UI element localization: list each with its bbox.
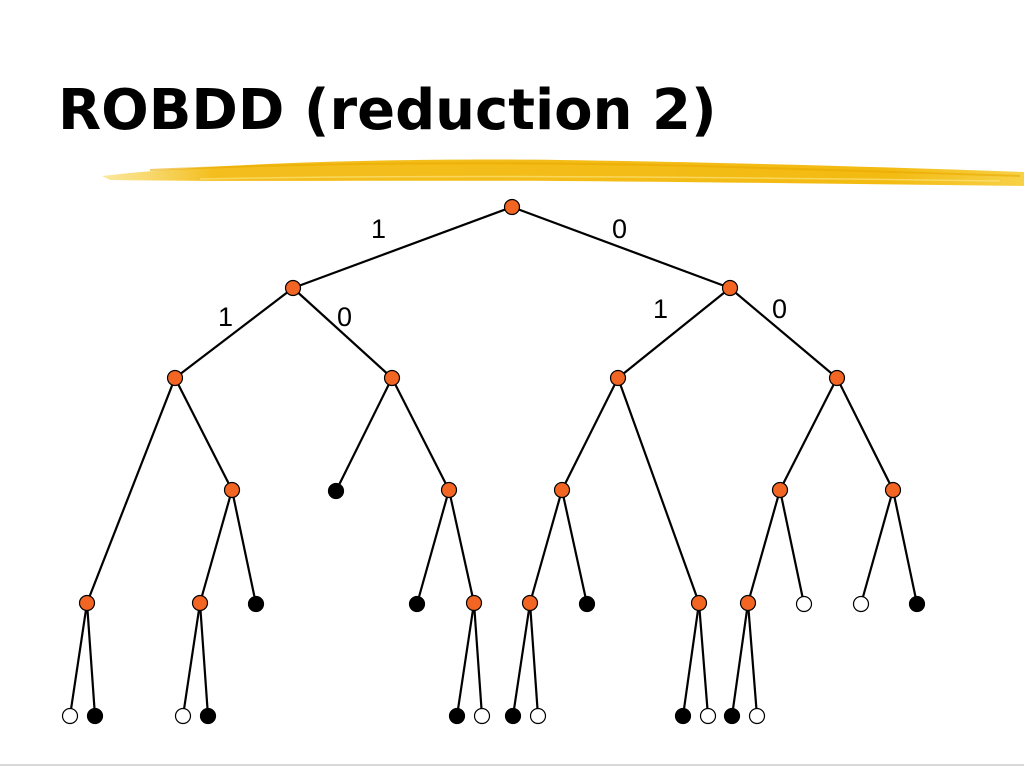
node-n4i [739, 594, 757, 612]
terminal-one-t4c [247, 595, 265, 613]
terminal-zero-t5c [174, 707, 192, 725]
terminal-zero-t4j [795, 595, 813, 613]
edge-label-right-low: 0 [772, 294, 787, 324]
terminal-zero-t4k [852, 595, 870, 613]
terminal-zero-t5l [748, 707, 766, 725]
edge-label-root-high: 1 [371, 214, 386, 244]
edge-n0-n1a [292, 205, 513, 290]
edge-n1a-n2a [174, 287, 294, 379]
node-n2a [166, 369, 184, 387]
edge-n3a-n4b [198, 489, 234, 604]
node-n2b [383, 369, 401, 387]
terminal-zero-t5h [529, 707, 547, 725]
edge-n2a-n3a [174, 377, 233, 491]
edge-label-left-high: 1 [218, 302, 233, 332]
nodes-layer [61, 198, 926, 725]
node-n4e [465, 594, 483, 612]
edge-n3d-n4f [528, 489, 564, 604]
edges-layer [68, 205, 919, 717]
node-n3f [884, 481, 902, 499]
node-n3a [223, 481, 241, 499]
edge-n4e-t5f [472, 602, 484, 717]
node-n4f [521, 594, 539, 612]
node-n2c [609, 369, 627, 387]
edge-n0-n1b [511, 205, 731, 290]
title-underline-brushstroke [102, 159, 1024, 186]
edge-n4b-t5c [181, 602, 202, 717]
terminal-one-t5d [199, 707, 217, 725]
terminal-zero-t5f [473, 707, 491, 725]
edge-n2b-t3b [335, 377, 393, 492]
edge-n4i-t5l [746, 602, 759, 717]
node-n1b [721, 279, 739, 297]
terminal-zero-t5a [61, 707, 79, 725]
terminal-one-t4d [408, 595, 426, 613]
terminal-one-t4l [908, 595, 926, 613]
edge-label-root-low: 0 [612, 214, 627, 244]
edge-n1a-n2b [292, 287, 393, 379]
node-n1a [284, 279, 302, 297]
edge-n2c-n3d [561, 377, 619, 491]
node-n3c [440, 481, 458, 499]
edge-n4a-t5b [85, 602, 97, 717]
edge-n2c-n4h [616, 377, 701, 604]
terminal-zero-t5j [699, 707, 717, 725]
edge-n3e-n4i [746, 489, 782, 604]
terminal-one-t5k [723, 707, 741, 725]
terminal-one-t3b [327, 482, 345, 500]
edge-labels-layer: 1 0 1 0 1 0 [218, 214, 787, 332]
edge-n2d-n3e [779, 377, 838, 491]
edge-n1b-n2d [729, 287, 838, 379]
edge-n2d-n3f [836, 377, 894, 491]
node-n0 [503, 198, 521, 216]
edge-label-right-high: 1 [653, 294, 668, 324]
edge-n3f-t4k [859, 489, 895, 605]
edge-n3d-t4g [560, 489, 589, 605]
edge-n3a-t4c [230, 489, 258, 605]
edge-n2b-n3c [391, 377, 450, 491]
node-n3e [771, 481, 789, 499]
edge-n4b-t5d [198, 602, 210, 717]
edge-n3f-t4l [891, 489, 919, 605]
edge-n4i-t5k [730, 602, 750, 717]
terminal-one-t4g [578, 595, 596, 613]
edge-n4f-t5g [511, 602, 532, 717]
edge-n4f-t5h [528, 602, 540, 717]
edge-label-left-low: 0 [337, 302, 352, 332]
node-n4a [78, 594, 96, 612]
edge-n2a-n4a [85, 377, 177, 604]
terminal-one-t5b [86, 707, 104, 725]
slide-title: ROBDD (reduction 2) [58, 78, 717, 143]
node-n4b [191, 594, 209, 612]
edge-n3e-t4j [778, 489, 806, 605]
node-n4h [690, 594, 708, 612]
node-n2d [828, 369, 846, 387]
edge-n3c-t4d [415, 489, 451, 605]
edge-n4a-t5a [68, 602, 89, 717]
footer-divider [0, 764, 1024, 766]
edge-n4e-t5e [455, 602, 476, 717]
terminal-one-t5e [448, 707, 466, 725]
edge-n4h-t5j [697, 602, 710, 717]
terminal-one-t5g [504, 707, 522, 725]
edge-n4h-t5i [681, 602, 701, 717]
edge-n3c-n4e [447, 489, 476, 604]
terminal-one-t5i [674, 707, 692, 725]
node-n3d [553, 481, 571, 499]
edge-n1b-n2c [617, 287, 731, 379]
